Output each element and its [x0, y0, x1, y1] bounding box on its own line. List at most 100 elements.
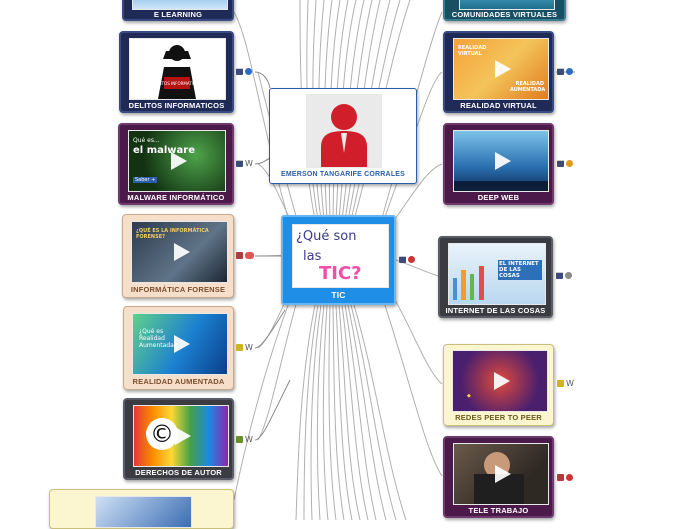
iot-thumbnail: EL INTERNET DE LAS COSAS: [448, 243, 546, 305]
wikipedia-icon[interactable]: W: [245, 435, 253, 444]
note-icon[interactable]: [557, 68, 564, 75]
node-e-learning[interactable]: E LEARNING: [122, 0, 234, 21]
author-thumbnail: [306, 94, 382, 168]
aumentada-label: REALIDAD AUMENTADA: [132, 377, 225, 386]
malware-image-text-3: Saber +: [133, 177, 158, 183]
bottom-left-thumbnail: [95, 496, 192, 528]
tic-thumbnail: ¿Qué son las TIC?: [292, 224, 389, 288]
comunidades-thumbnail: [459, 0, 555, 10]
orange-link-icon[interactable]: [566, 160, 573, 167]
center-icons: [399, 256, 415, 263]
hacker-figure-icon: DELITOS INFORMATICOS: [153, 45, 202, 99]
play-icon[interactable]: [174, 335, 190, 353]
tele-trabajo-label: TELE TRABAJO: [468, 506, 529, 515]
p2p-label: REDES PEER TO PEER: [455, 413, 542, 422]
node-delitos-informaticos[interactable]: DELITOS INFORMATICOS DELITOS INFORMATICO…: [119, 31, 234, 113]
play-icon[interactable]: [494, 372, 510, 390]
web-link-icon[interactable]: [245, 68, 252, 75]
central-topic-tic[interactable]: ¿Qué son las TIC? TIC: [281, 215, 396, 305]
user-avatar-icon: [321, 104, 367, 167]
deep-web-label: DEEP WEB: [477, 193, 520, 202]
forense-thumbnail: ¿QUÉ ES LA INFORMÁTICA FORENSE?: [131, 221, 228, 283]
forense-label: INFORMÁTICA FORENSE: [130, 285, 226, 294]
author-name: EMERSON TANGARIFE CORRALES: [280, 171, 406, 178]
deep-web-thumbnail: [453, 130, 549, 192]
iot-icons: [556, 272, 572, 279]
virtual-label: REALIDAD VIRTUAL: [460, 101, 537, 110]
note-icon[interactable]: [399, 256, 406, 263]
p2p-icons: W: [557, 379, 574, 388]
forense-image-text: ¿QUÉ ES LA INFORMÁTICA FORENSE?: [136, 228, 209, 240]
malware-label: MALWARE INFORMÁTICO: [127, 193, 225, 202]
deep-web-icons: [557, 160, 573, 167]
tic-image-text-1: ¿Qué son: [296, 229, 357, 244]
central-topic-label: TIC: [331, 290, 346, 300]
author-node[interactable]: EMERSON TANGARIFE CORRALES: [269, 88, 417, 184]
play-icon[interactable]: [175, 427, 191, 445]
node-derechos-de-autor[interactable]: © DERECHOS DE AUTOR: [123, 398, 234, 480]
aumentada-icons: W: [236, 343, 253, 352]
malware-thumbnail: Qué es... el malware Saber +: [128, 130, 226, 192]
malware-icons: W: [236, 159, 253, 168]
delitos-label: DELITOS INFORMATICOS: [128, 101, 225, 110]
node-deep-web[interactable]: DEEP WEB: [443, 123, 554, 205]
malware-image-text-1: Qué es...: [133, 137, 160, 144]
note-icon[interactable]: [557, 160, 564, 167]
red-link-icon[interactable]: [566, 474, 573, 481]
note-icon[interactable]: [557, 380, 564, 387]
node-bottom-left[interactable]: [49, 489, 234, 529]
web-link-icon[interactable]: [565, 272, 572, 279]
copyright-icon: ©: [146, 418, 178, 450]
link-pill-icon[interactable]: [245, 252, 254, 259]
play-icon[interactable]: [171, 152, 187, 170]
p2p-thumbnail: ◆: [452, 350, 548, 412]
image-link-icon[interactable]: [408, 256, 415, 263]
p2p-badge-icon: ◆: [467, 393, 471, 399]
play-icon[interactable]: [495, 60, 511, 78]
aumentada-thumbnail: ¿Qué es Realidad Aumentada?: [132, 313, 228, 375]
tele-trabajo-icons: [557, 474, 573, 481]
iot-image-text: EL INTERNET DE LAS COSAS: [498, 260, 542, 280]
wikipedia-icon[interactable]: W: [566, 379, 574, 388]
aumentada-image-text: ¿Qué es Realidad Aumentada?: [139, 328, 177, 349]
virtual-icons: [557, 68, 573, 75]
wikipedia-icon[interactable]: W: [245, 343, 253, 352]
node-realidad-aumentada[interactable]: ¿Qué es Realidad Aumentada? REALIDAD AUM…: [123, 306, 234, 390]
forense-icons: [236, 252, 254, 259]
virtual-image-text-2: REALIDAD AUMENTADA: [510, 81, 546, 93]
derechos-icons: W: [236, 435, 253, 444]
iot-label: INTERNET DE LAS COSAS: [445, 306, 546, 315]
note-icon[interactable]: [557, 474, 564, 481]
note-icon[interactable]: [236, 344, 243, 351]
derechos-label: DERECHOS DE AUTOR: [135, 468, 222, 477]
node-internet-de-las-cosas[interactable]: EL INTERNET DE LAS COSAS INTERNET DE LAS…: [438, 236, 553, 318]
node-realidad-virtual[interactable]: REALIDAD VIRTUAL REALIDAD AUMENTADA REAL…: [443, 31, 554, 113]
node-malware[interactable]: Qué es... el malware Saber + MALWARE INF…: [118, 123, 234, 205]
delitos-image-text: DELITOS INFORMATICOS: [153, 81, 202, 86]
virtual-thumbnail: REALIDAD VIRTUAL REALIDAD AUMENTADA: [453, 38, 549, 100]
note-icon[interactable]: [556, 272, 563, 279]
note-icon[interactable]: [236, 436, 243, 443]
tic-image-text-3: TIC?: [319, 263, 362, 284]
node-redes-peer-to-peer[interactable]: ◆ REDES PEER TO PEER: [443, 344, 554, 426]
malware-image-text-2: el malware: [133, 145, 195, 156]
derechos-thumbnail: ©: [133, 405, 229, 467]
e-learning-label: E LEARNING: [153, 10, 203, 19]
play-icon[interactable]: [173, 243, 190, 261]
wikipedia-icon[interactable]: W: [245, 159, 253, 168]
node-informatica-forense[interactable]: ¿QUÉ ES LA INFORMÁTICA FORENSE? INFORMÁT…: [122, 214, 234, 298]
play-icon[interactable]: [495, 465, 511, 483]
delitos-thumbnail: DELITOS INFORMATICOS: [129, 38, 226, 100]
tic-image-text-2: las: [303, 249, 322, 264]
note-icon[interactable]: [236, 160, 243, 167]
note-icon[interactable]: [236, 252, 243, 259]
play-icon[interactable]: [495, 152, 511, 170]
note-icon[interactable]: [236, 68, 243, 75]
node-comunidades-virtuales[interactable]: COMUNIDADES VIRTUALES: [443, 0, 566, 21]
virtual-image-text-1: REALIDAD VIRTUAL: [458, 45, 487, 57]
comunidades-label: COMUNIDADES VIRTUALES: [451, 10, 558, 19]
tele-trabajo-thumbnail: [453, 443, 549, 505]
web-link-icon[interactable]: [566, 68, 573, 75]
node-tele-trabajo[interactable]: TELE TRABAJO: [443, 436, 554, 518]
e-learning-thumbnail: [132, 0, 228, 10]
